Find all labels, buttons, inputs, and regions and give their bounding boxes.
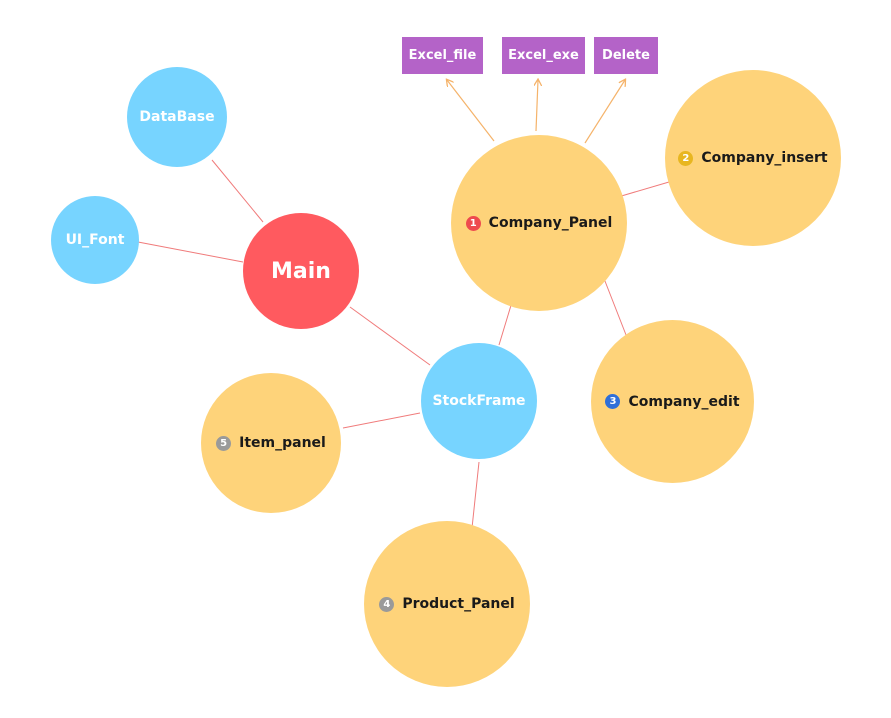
link-main-ui-font [137, 241, 244, 263]
excel-file-label: Excel_file [408, 48, 477, 63]
excel-exe-box[interactable]: Excel_exe [502, 37, 585, 74]
company-edit-label: Company_edit [628, 393, 740, 410]
company-panel-label: Company_Panel [488, 215, 613, 231]
company-insert-label: Company_insert [701, 150, 828, 166]
item-panel-node[interactable]: 5 Item_panel [201, 373, 341, 513]
item-panel-label: Item_panel [239, 435, 326, 451]
arrow-delete [584, 80, 625, 144]
link-company-panel-company-insert [617, 181, 670, 198]
excel-file-box[interactable]: Excel_file [402, 37, 483, 74]
link-stockframe-company-panel [498, 301, 513, 346]
stockframe-node[interactable]: StockFrame [421, 343, 537, 459]
link-main-database [211, 159, 264, 223]
company-panel-node[interactable]: 1 Company_Panel [451, 135, 627, 311]
company-insert-node[interactable]: 2 Company_insert [665, 70, 841, 246]
link-company-panel-company-edit [602, 275, 629, 341]
product-panel-label: Product_Panel [402, 596, 515, 612]
stockframe-label: StockFrame [432, 393, 526, 409]
ui-font-label: UI_Font [65, 232, 125, 248]
link-stockframe-item-panel [342, 412, 421, 429]
product-panel-node[interactable]: 4 Product_Panel [364, 521, 530, 687]
delete-box[interactable]: Delete [594, 37, 658, 74]
link-main-stockframe [349, 306, 431, 366]
database-node[interactable]: DataBase [127, 67, 227, 167]
number-2-icon: 2 [678, 150, 694, 166]
number-4-icon: 4 [379, 596, 395, 612]
number-5-icon: 5 [216, 435, 232, 451]
arrow-excel-exe [536, 80, 538, 132]
arrow-excel-file [447, 80, 495, 142]
excel-exe-label: Excel_exe [508, 48, 579, 63]
number-3-icon: 3 [605, 394, 621, 409]
number-1-icon: 1 [465, 215, 481, 231]
ui-font-node[interactable]: UI_Font [51, 196, 139, 284]
main-label: Main [271, 258, 331, 284]
delete-label: Delete [602, 48, 650, 63]
database-label: DataBase [139, 109, 215, 125]
link-stockframe-product-panel [471, 461, 480, 529]
company-edit-node[interactable]: 3 Company_edit [591, 320, 754, 483]
main-node[interactable]: Main [243, 213, 359, 329]
